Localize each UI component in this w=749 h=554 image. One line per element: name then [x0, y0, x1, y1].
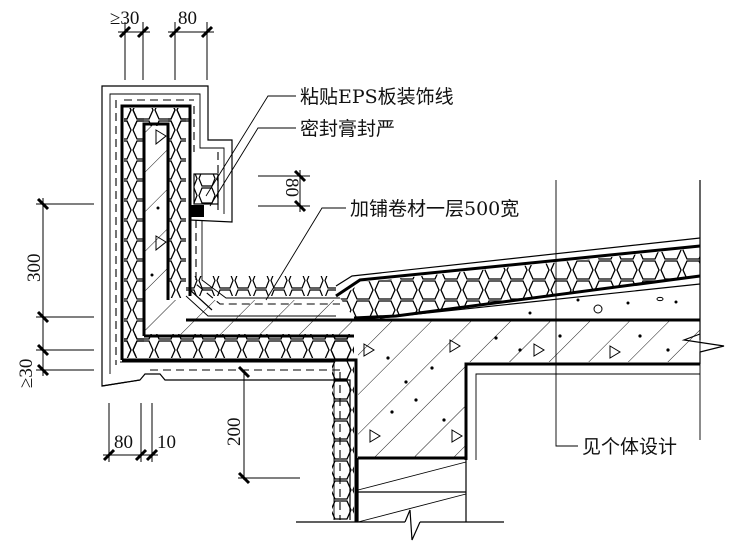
- dim-decor-height: 80: [258, 169, 310, 213]
- dim-decor-height-text: 80: [281, 178, 302, 197]
- label-see-individual-design: 见个体设计: [582, 436, 677, 458]
- sealant-block: [190, 205, 204, 217]
- roof-slab: [354, 320, 725, 460]
- dim-top-right-text: 80: [178, 8, 197, 29]
- dim-left-vertical: 300 ≥30: [16, 197, 94, 388]
- leaders: [205, 95, 701, 447]
- dim-bottom-right-text: 10: [157, 432, 176, 453]
- label-extra-membrane: 加铺卷材一层500宽: [350, 198, 519, 220]
- parapet-concrete: [142, 122, 354, 338]
- dim-soffit-text: 200: [224, 418, 245, 447]
- dim-top-left-text: ≥30: [110, 8, 139, 29]
- eps-insulation-parapet: [120, 104, 358, 522]
- eps-decorative-line: [190, 173, 219, 217]
- lower-wall-structure: [296, 458, 504, 541]
- dim-bottom-left-text: 80: [114, 432, 133, 453]
- dim-parapet-height-text: 300: [24, 254, 45, 283]
- dim-bottom: 80 10: [102, 403, 176, 462]
- dim-top: ≥30 80: [110, 8, 214, 80]
- label-eps-decor-line: 粘贴EPS板装饰线: [300, 86, 454, 108]
- membrane-upturn: [185, 216, 340, 317]
- slab-aggregate-marks: [363, 334, 670, 443]
- dim-soffit: 200: [224, 365, 300, 485]
- label-sealant: 密封膏封严: [300, 117, 395, 140]
- dim-left-min-text: ≥30: [16, 359, 37, 388]
